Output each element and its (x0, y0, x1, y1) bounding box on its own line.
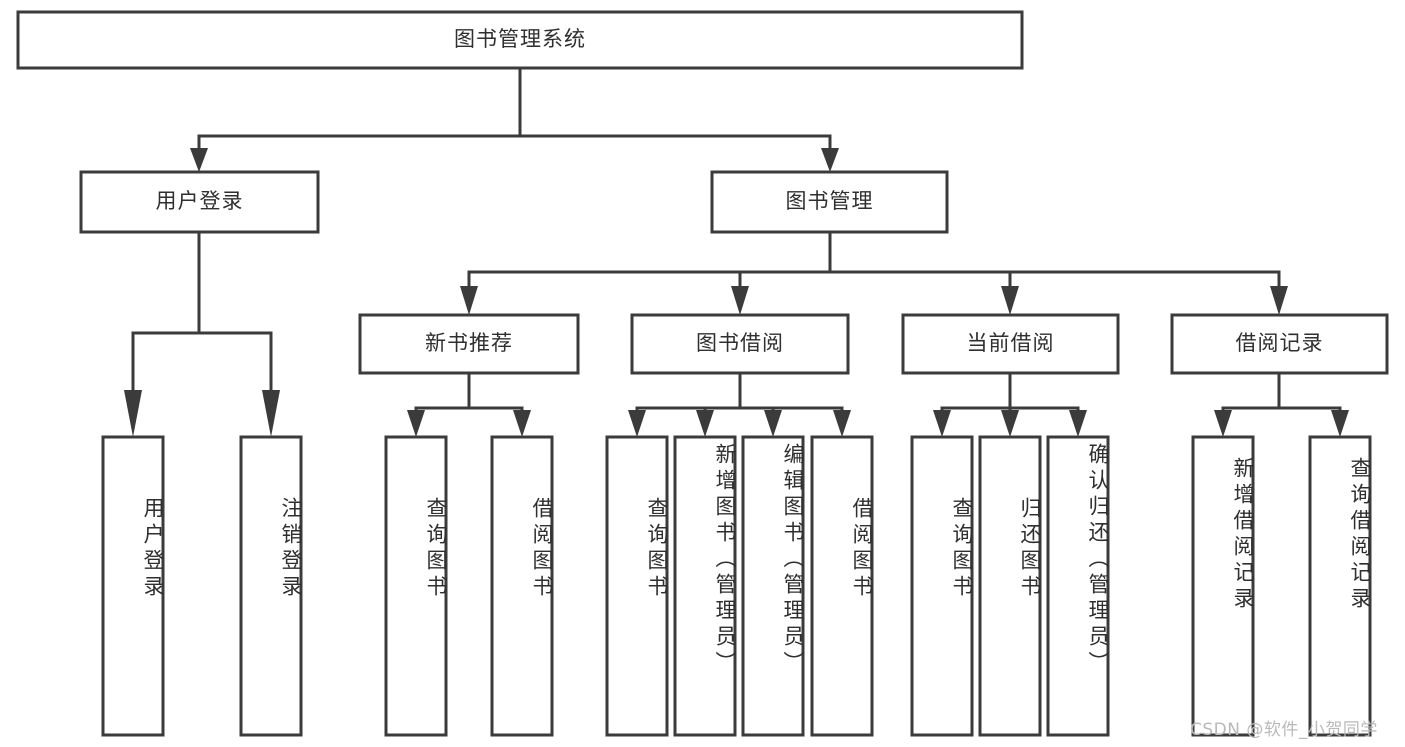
watermark-label: CSDN @软件_小贺同学 (1190, 720, 1378, 740)
node-box-book-borrow[interactable] (630, 313, 850, 375)
leaf-box-book-borrow-3[interactable] (810, 435, 874, 737)
node-box-root[interactable] (16, 10, 1024, 70)
connector-bookborrow-to-leaves (628, 371, 851, 437)
leaf-box-book-borrow-1[interactable] (673, 435, 737, 737)
leaf-box-user-login-1[interactable] (239, 435, 303, 737)
leaf-box-book-borrow-2[interactable] (741, 435, 805, 737)
connector-borrowrecord-to-leaves (1214, 371, 1349, 437)
node-box-user-login[interactable] (79, 170, 320, 234)
node-box-borrow-record[interactable] (1170, 313, 1389, 375)
leaf-box-current-borrow-2[interactable] (1046, 435, 1110, 737)
connector-root-to-level2 (190, 66, 839, 172)
node-box-book-mgmt[interactable] (710, 170, 949, 234)
node-box-current-borrow[interactable] (901, 313, 1120, 375)
leaf-box-current-borrow-0[interactable] (910, 435, 974, 737)
leaf-box-borrow-record-0[interactable] (1191, 435, 1255, 737)
leaf-box-book-borrow-0[interactable] (605, 435, 669, 737)
leaf-box-new-book-1[interactable] (490, 435, 554, 737)
leaf-box-borrow-record-1[interactable] (1308, 435, 1372, 737)
connector-userlogin-to-leaves (124, 230, 280, 437)
leaf-box-new-book-0[interactable] (384, 435, 448, 737)
connector-newbook-to-leaves (407, 371, 531, 437)
leaf-box-user-login-0[interactable] (101, 435, 165, 737)
connector-bookmgmt-to-level3 (460, 230, 1288, 315)
node-box-new-book[interactable] (358, 313, 580, 375)
leaf-box-current-borrow-1[interactable] (978, 435, 1042, 737)
connector-currentborrow-to-leaves (933, 371, 1087, 437)
